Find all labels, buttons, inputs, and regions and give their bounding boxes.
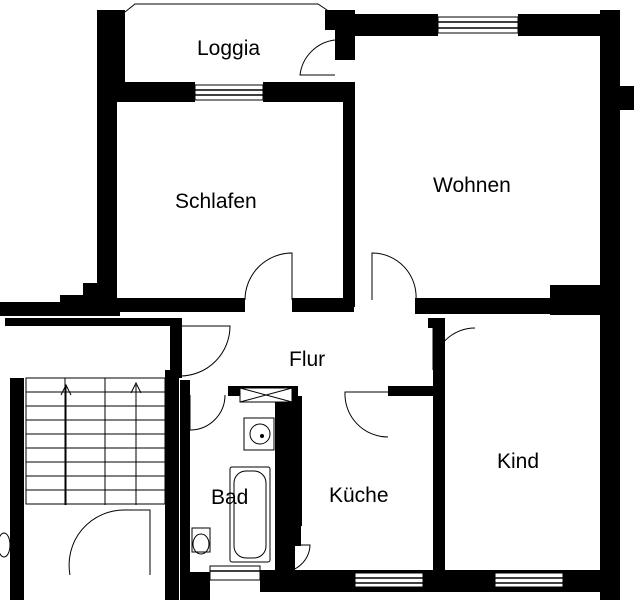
room-label-bad: Bad [211,486,248,509]
room-label-loggia: Loggia [197,37,260,60]
room-label-schlafen: Schlafen [175,190,257,213]
staircase [25,377,166,505]
room-label-kueche: Küche [329,484,389,507]
room-label-wohnen: Wohnen [433,174,511,197]
walls [0,10,634,600]
toilet [191,527,211,553]
room-label-flur: Flur [289,348,325,371]
loggia-railing [124,3,331,13]
bathtub [229,466,271,563]
washbasin [243,417,275,451]
windows [194,16,564,588]
bathroom-fixtures [0,387,293,563]
room-label-kind: Kind [497,450,539,473]
door-swings [68,39,476,576]
